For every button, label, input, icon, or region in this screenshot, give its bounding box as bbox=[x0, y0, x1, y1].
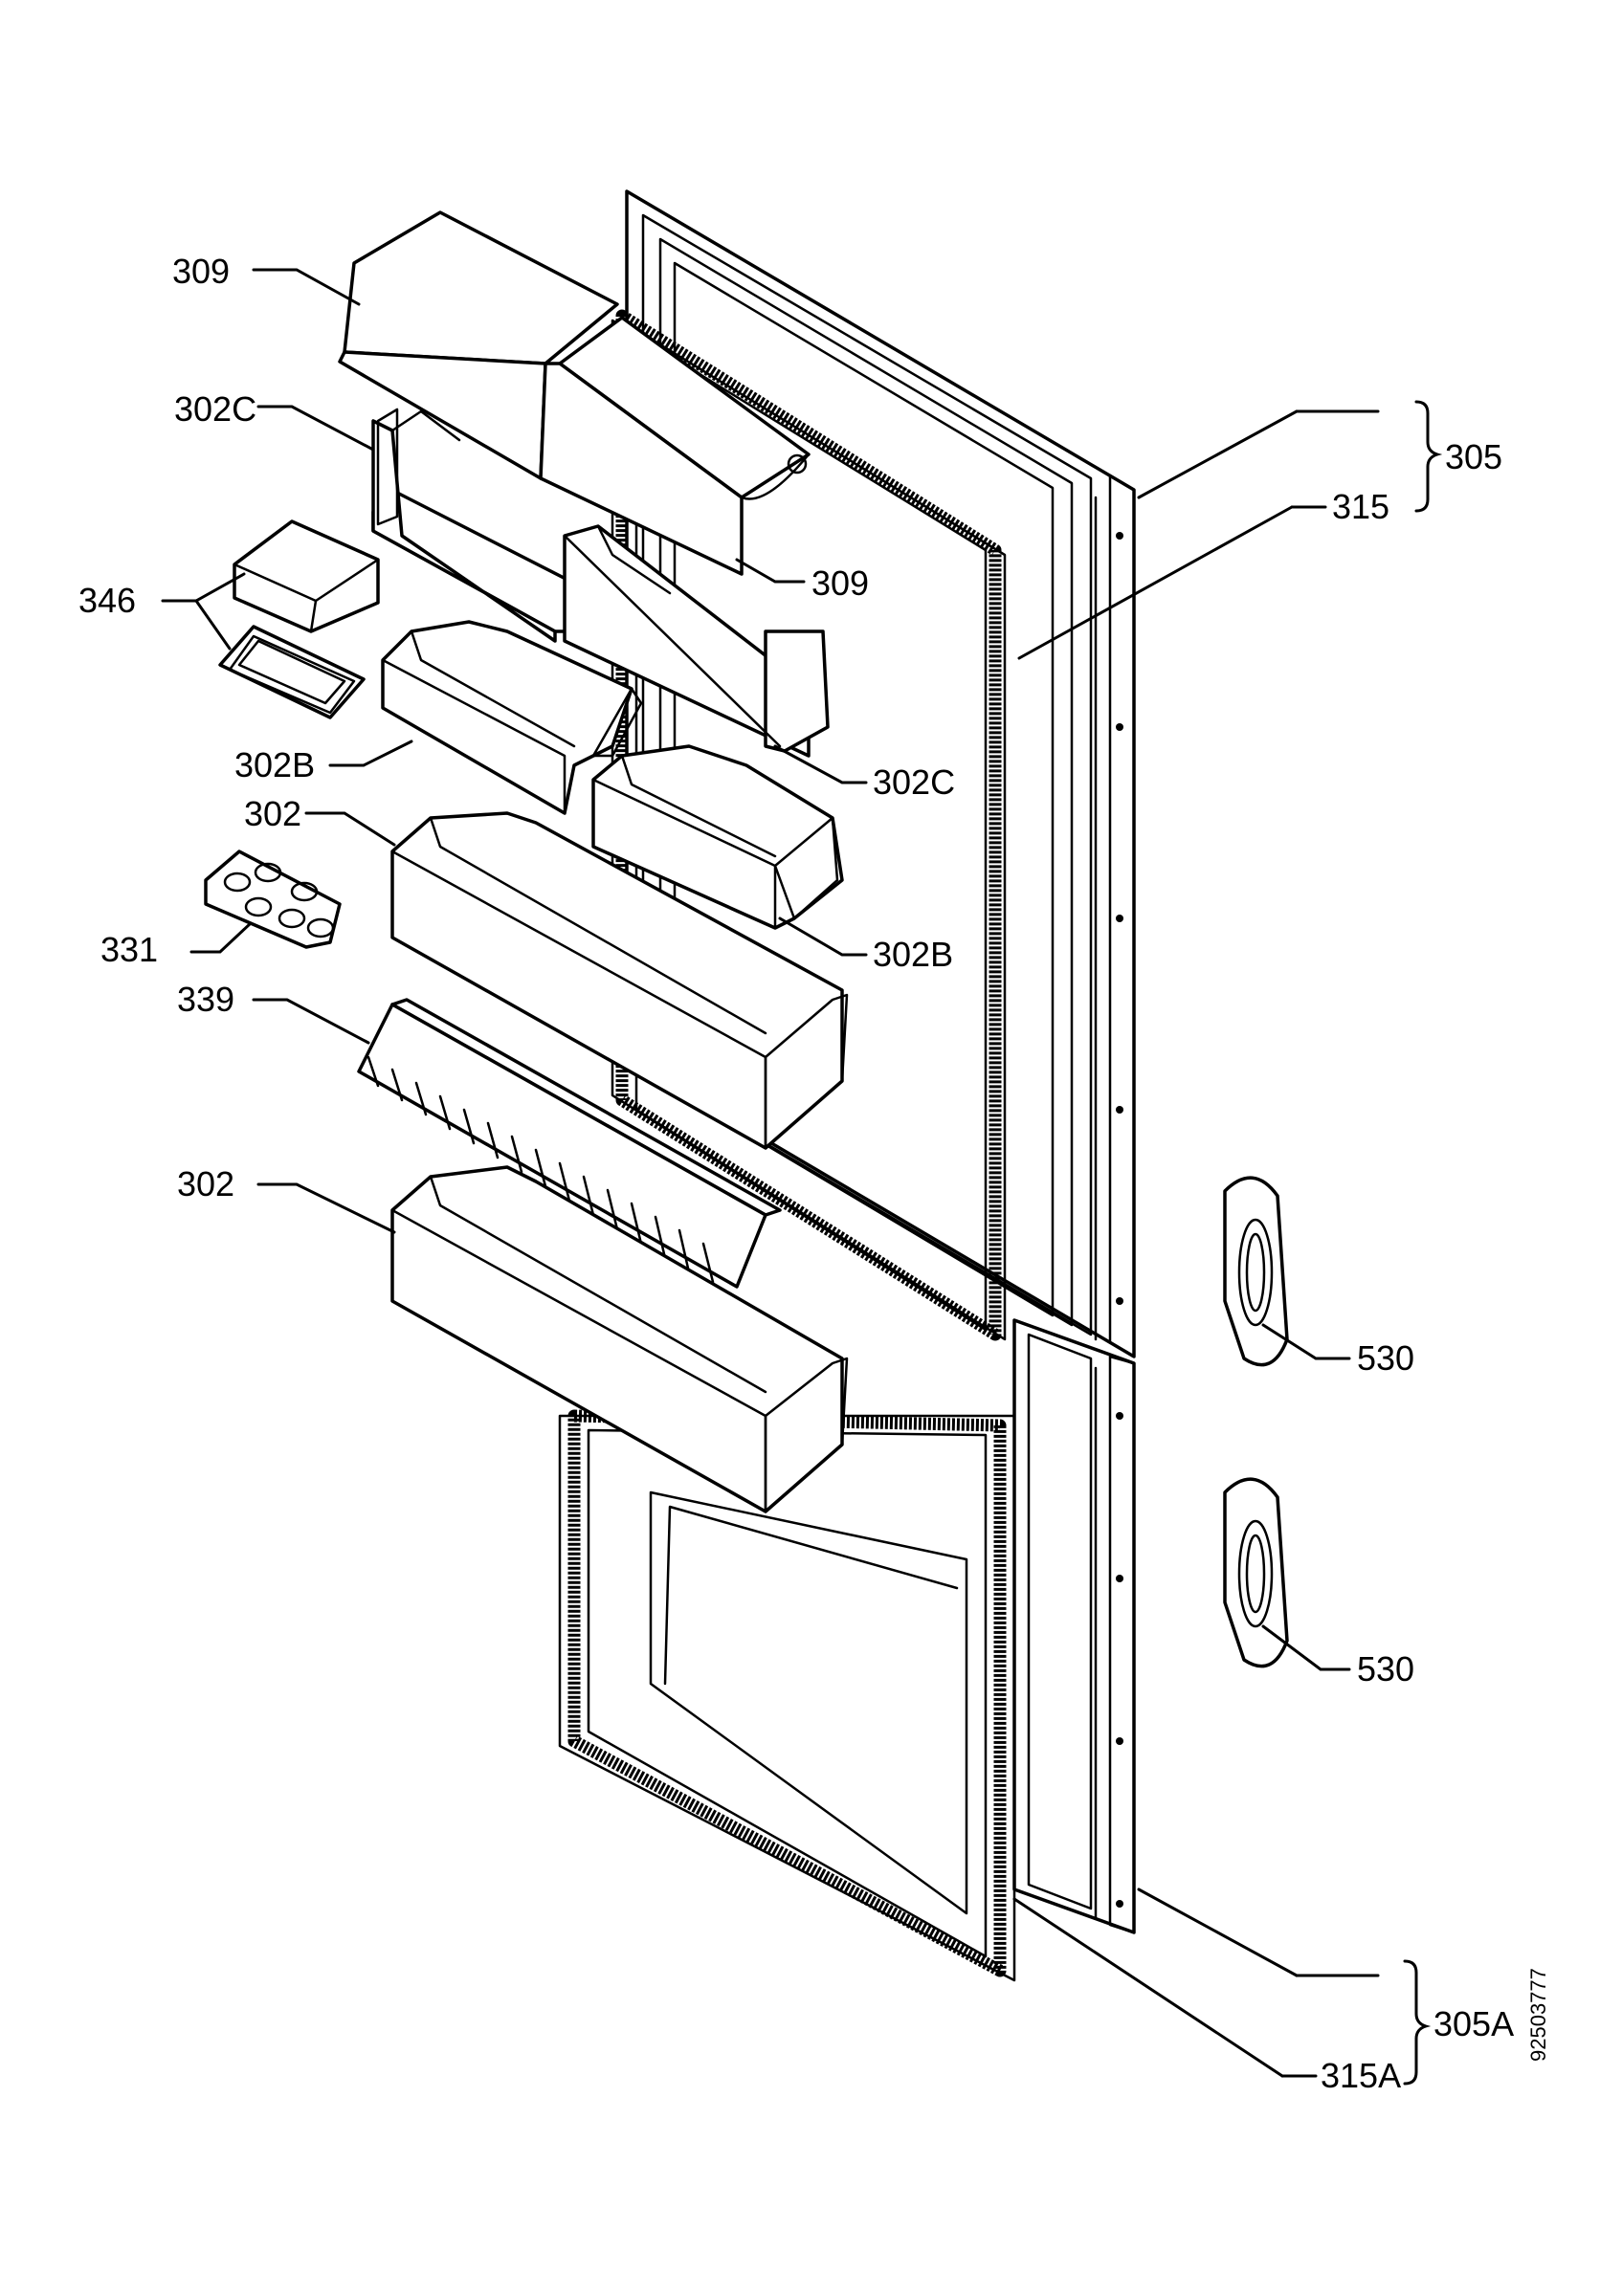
label-302c-right: 302C bbox=[873, 762, 955, 802]
door-shelf-302b-right bbox=[591, 744, 844, 930]
door-shelf-302b-left bbox=[381, 620, 643, 815]
label-302b-right: 302B bbox=[873, 935, 953, 974]
door-shelf-302c-left bbox=[371, 408, 614, 643]
lower-door bbox=[1012, 1318, 1136, 1934]
lower-door-gasket bbox=[558, 1409, 1016, 1982]
egg-tray-331 bbox=[204, 850, 342, 949]
part-labels: 309 302C 346 302B 302 331 339 302 305 31… bbox=[78, 252, 1550, 2095]
label-339: 339 bbox=[177, 980, 234, 1019]
label-302c-left: 302C bbox=[174, 389, 256, 429]
label-305: 305 bbox=[1445, 437, 1502, 476]
label-315a: 315A bbox=[1321, 2056, 1401, 2095]
lid-309-right bbox=[539, 316, 811, 576]
door-shelf-302-lower bbox=[390, 1165, 849, 1513]
label-302b-left: 302B bbox=[234, 745, 315, 784]
door-shelf-302c-right bbox=[563, 524, 830, 758]
leader-lines bbox=[161, 268, 1443, 2086]
label-315: 315 bbox=[1332, 487, 1389, 526]
label-302-upper: 302 bbox=[244, 794, 301, 833]
lid-309-left bbox=[338, 210, 619, 480]
hinge-cover-530-lower bbox=[1223, 1477, 1289, 1668]
label-305a: 305A bbox=[1433, 2004, 1514, 2043]
hinge-cover-530-upper bbox=[1223, 1176, 1289, 1367]
document-number: 92503777 bbox=[1526, 1968, 1550, 2062]
label-530-upper: 530 bbox=[1357, 1338, 1414, 1378]
label-309-right: 309 bbox=[811, 563, 869, 603]
label-530-lower: 530 bbox=[1357, 1649, 1414, 1689]
label-346: 346 bbox=[78, 581, 136, 620]
butter-dish-346 bbox=[218, 519, 380, 719]
door-shelf-302-upper bbox=[390, 811, 849, 1150]
bottle-retainer-339 bbox=[357, 998, 782, 1289]
label-309-left: 309 bbox=[172, 252, 230, 291]
label-302-lower: 302 bbox=[177, 1164, 234, 1203]
label-331: 331 bbox=[100, 930, 158, 969]
